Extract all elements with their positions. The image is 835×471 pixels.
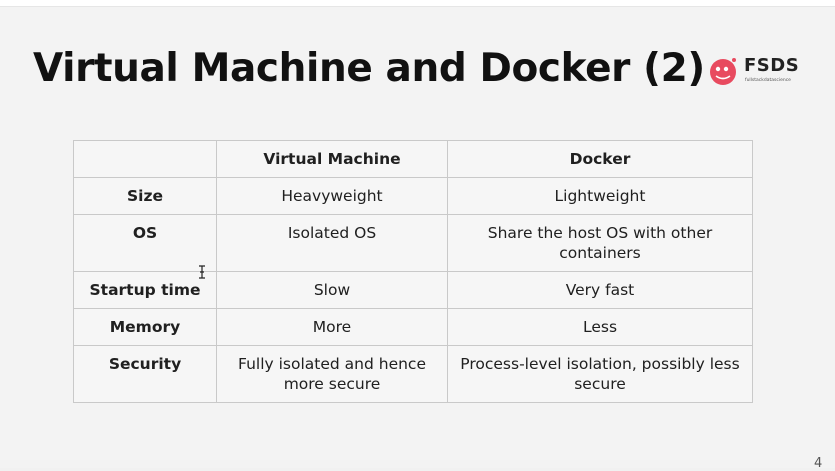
- table-row: Memory More Less: [73, 308, 753, 346]
- top-border: [0, 0, 835, 7]
- header-empty: [73, 140, 217, 178]
- header-virtual-machine: Virtual Machine: [216, 140, 448, 178]
- table-row: Startup time Slow Very fast: [73, 271, 753, 309]
- page-number: 4: [814, 456, 823, 471]
- logo-text: FSDS: [744, 55, 800, 76]
- cell-docker-size: Lightweight: [447, 177, 753, 215]
- cell-vm-size: Heavyweight: [216, 177, 448, 215]
- row-label-memory: Memory: [73, 308, 217, 346]
- cell-docker-memory: Less: [447, 308, 753, 346]
- header-docker: Docker: [447, 140, 753, 178]
- slide-title: Virtual Machine and Docker (2): [33, 46, 705, 91]
- cell-vm-security: Fully isolated and hence more secure: [216, 345, 448, 403]
- cell-docker-startup-time: Very fast: [447, 271, 753, 309]
- row-label-security: Security: [73, 345, 217, 403]
- comparison-table: Virtual Machine Docker Size Heavyweight …: [73, 140, 753, 403]
- cell-vm-memory: More: [216, 308, 448, 346]
- cell-vm-os: Isolated OS: [216, 214, 448, 272]
- cell-docker-os: Share the host OS with other containers: [447, 214, 753, 272]
- row-label-startup-time: Startup time: [73, 271, 217, 309]
- table-row: OS Isolated OS Share the host OS with ot…: [73, 214, 753, 272]
- text-cursor-icon: [199, 265, 205, 279]
- table-header-row: Virtual Machine Docker: [73, 140, 753, 178]
- fsds-logo: FSDS fullstackdatascience: [708, 52, 800, 88]
- table-row: Security Fully isolated and hence more s…: [73, 345, 753, 403]
- row-label-size: Size: [73, 177, 217, 215]
- table-row: Size Heavyweight Lightweight: [73, 177, 753, 215]
- cell-docker-security: Process-level isolation, possibly less s…: [447, 345, 753, 403]
- cell-vm-startup-time: Slow: [216, 271, 448, 309]
- row-label-os: OS: [73, 214, 217, 272]
- logo-subtitle: fullstackdatascience: [745, 78, 791, 83]
- fsds-logo-icon: [710, 58, 736, 85]
